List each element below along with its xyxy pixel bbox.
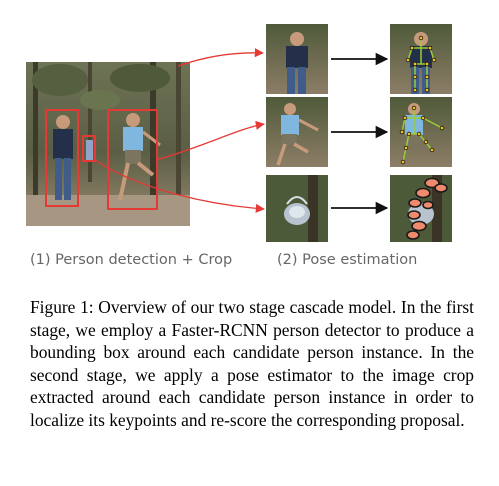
red-arrow-to-crop-2 [155,120,265,161]
pose-bag-low-confidence [390,175,452,242]
scene-photo [26,62,190,226]
red-arrow-to-crop-1 [177,48,264,67]
figure-graphic [26,24,452,242]
low-confidence-keypoints [406,177,448,240]
caption-text: Overview of our two stage cascade model.… [30,297,474,430]
figure-1: (1) Person detection + Crop (2) Pose est… [26,24,452,268]
stage-1-label: (1) Person detection + Crop [30,252,233,268]
figure-caption: Figure 1: Overview of our two stage casc… [30,296,474,432]
pose-standing-man [390,24,452,94]
crop-kicking-man [266,97,328,167]
detection-box-person-left [45,109,79,207]
stage-2-label: (2) Pose estimation [277,252,418,268]
red-arrow-to-crop-3 [94,159,265,213]
pose-kicking-man [390,97,452,167]
crop-bag [266,175,328,242]
detection-box-small [82,135,96,162]
caption-label: Figure 1: [30,297,94,317]
crop-standing-man [266,24,328,94]
